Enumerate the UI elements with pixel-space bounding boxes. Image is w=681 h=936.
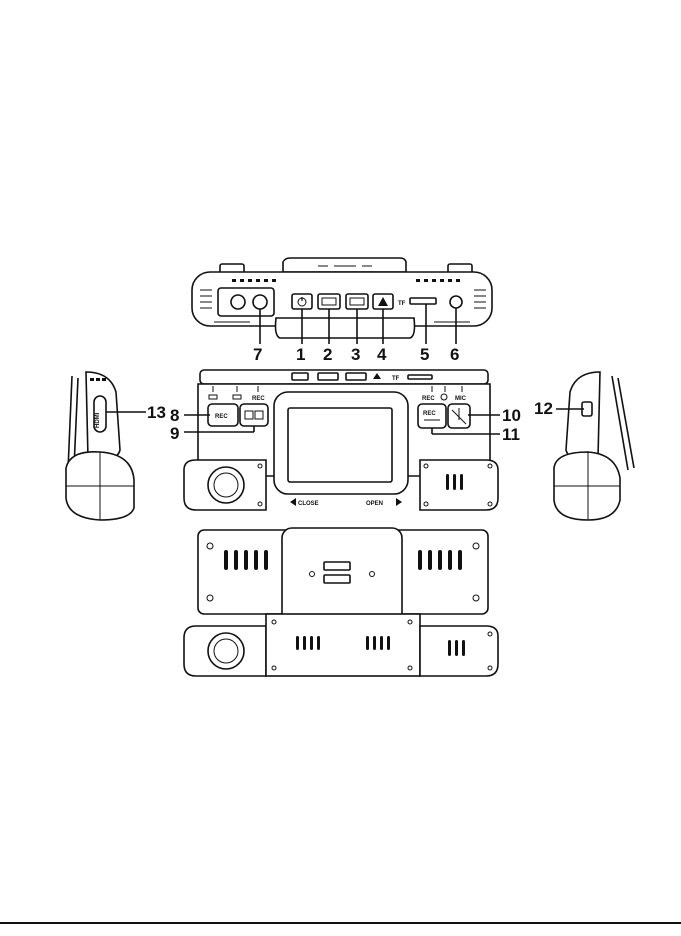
rear-lens xyxy=(208,633,244,669)
menu-button[interactable] xyxy=(318,294,340,309)
power-button[interactable] xyxy=(292,294,312,309)
callout-2: 2 xyxy=(323,345,332,364)
camera-switch-button[interactable] xyxy=(240,404,268,426)
close-label: CLOSE xyxy=(298,501,319,507)
front-lens xyxy=(208,467,244,503)
top-view: TF xyxy=(192,258,492,338)
mic-icon xyxy=(450,296,462,308)
callout-9: 9 xyxy=(170,424,179,443)
callout-3: 3 xyxy=(351,345,360,364)
bottom-rule xyxy=(0,922,681,924)
rec-led-label-left: REC xyxy=(252,396,265,402)
open-arrow-icon xyxy=(396,498,402,506)
usb-port-icon xyxy=(253,295,267,309)
callout-5: 5 xyxy=(420,345,429,364)
mic-led-label: MIC xyxy=(455,396,467,402)
rec-button-right-label: REC xyxy=(423,411,436,417)
callout-7: 7 xyxy=(253,345,262,364)
lcd-screen xyxy=(288,408,392,482)
callout-6: 6 xyxy=(450,345,459,364)
tf-card-slot[interactable] xyxy=(410,298,436,304)
callout-11: 11 xyxy=(502,425,520,444)
callout-13: 13 xyxy=(147,403,166,422)
open-label: OPEN xyxy=(366,501,383,507)
audio-port-icon xyxy=(231,295,245,309)
mode-button[interactable] xyxy=(346,294,368,309)
right-side-view xyxy=(554,372,634,520)
hdmi-label: HDMI xyxy=(95,412,101,428)
tf-label-top: TF xyxy=(398,301,406,307)
callout-8: 8 xyxy=(170,406,179,425)
back-view xyxy=(184,528,498,676)
callout-1: 1 xyxy=(296,345,305,364)
rec-button-left-label: REC xyxy=(215,414,228,420)
callout-4: 4 xyxy=(377,345,387,364)
close-arrow-icon xyxy=(290,498,296,506)
left-side-view: HDMI xyxy=(66,372,134,520)
tf-label-mid: TF xyxy=(392,376,400,382)
rec-led-label-right: REC xyxy=(422,396,435,402)
front-view: TF REC REC MIC REC REC xyxy=(184,370,498,510)
callout-12: 12 xyxy=(534,399,553,418)
callout-10: 10 xyxy=(502,406,521,425)
